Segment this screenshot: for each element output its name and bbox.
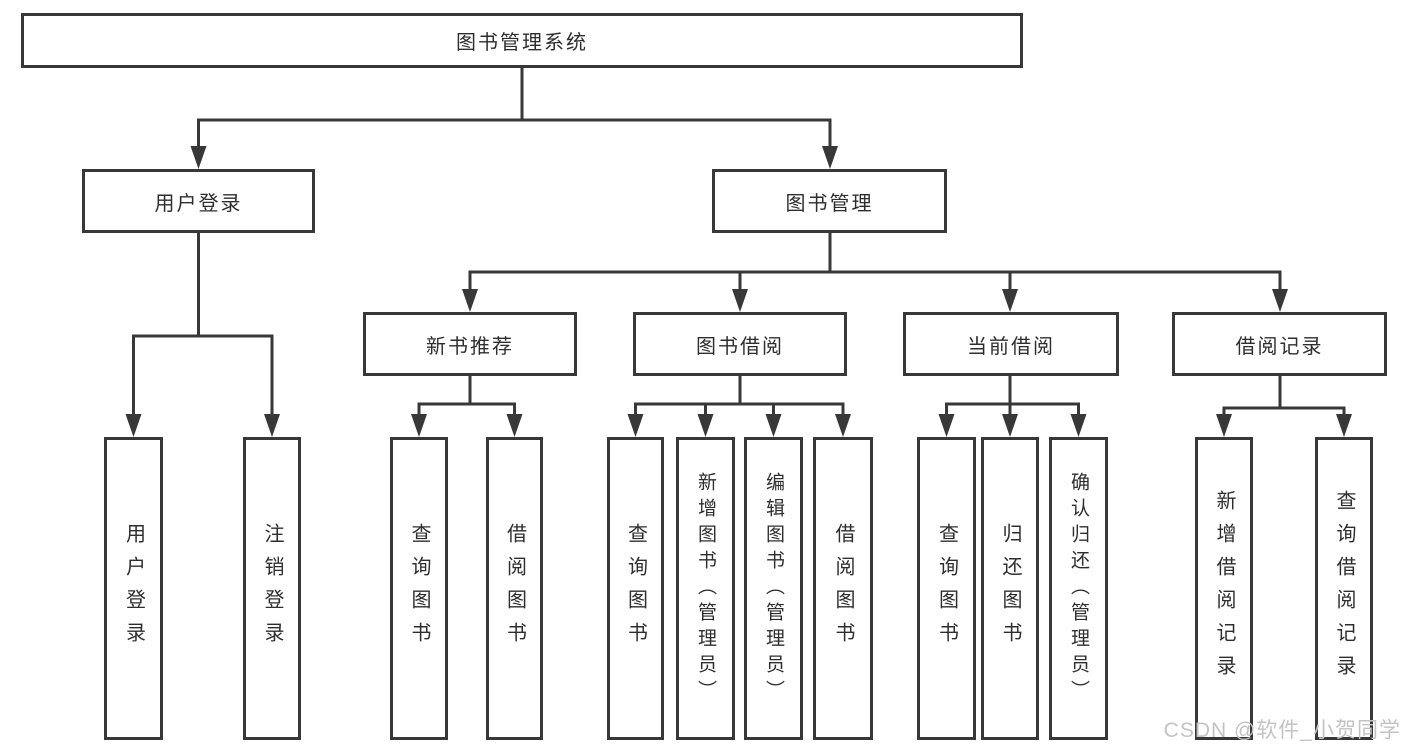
leaf-label: 注销登录 (261, 522, 283, 655)
node-label: 用户登录 (154, 192, 243, 215)
node-label: 图书管理 (785, 192, 874, 215)
leaf-query-books: 查询图书 (607, 437, 664, 740)
leaf-query-borrow-record: 查询借阅记录 (1315, 437, 1373, 740)
node-book-borrowing: 图书借阅 (633, 312, 847, 376)
leaf-confirm-return-admin: 确认归还（管理员） (1049, 437, 1108, 740)
leaf-edit-books-admin: 编辑图书（管理员） (744, 437, 803, 740)
leaf-label: 新增借阅记录 (1213, 489, 1235, 688)
leaf-label: 查询图书 (624, 522, 647, 655)
leaf-logout: 注销登录 (243, 437, 301, 740)
node-new-book-recommend: 新书推荐 (363, 312, 577, 376)
arrowheads (125, 146, 1352, 437)
leaf-query-books: 查询图书 (917, 437, 976, 740)
node-book-management: 图书管理 (712, 169, 947, 233)
leaf-label: 归还图书 (999, 522, 1021, 655)
leaf-borrow-books: 借阅图书 (813, 437, 873, 740)
node-root-system: 图书管理系统 (21, 13, 1023, 68)
leaf-label: 借阅图书 (503, 522, 526, 655)
leaf-label: 借阅图书 (832, 522, 854, 655)
node-borrowing-records: 借阅记录 (1172, 312, 1387, 376)
leaf-label: 查询图书 (408, 522, 430, 655)
csdn-watermark: CSDN @软件_小贺同学 (1163, 719, 1401, 742)
leaf-label: 查询借阅记录 (1333, 489, 1355, 688)
leaf-label: 新增图书（管理员） (695, 471, 716, 706)
node-label: 图书管理系统 (456, 32, 588, 54)
leaf-borrow-books: 借阅图书 (486, 437, 543, 740)
leaf-return-books: 归还图书 (981, 437, 1039, 740)
leaf-label: 用户登录 (122, 522, 145, 655)
node-label: 图书借阅 (696, 335, 784, 358)
leaf-label: 编辑图书（管理员） (763, 471, 784, 706)
node-label: 当前借阅 (967, 335, 1055, 358)
leaf-label: 查询图书 (935, 522, 958, 655)
leaf-add-books-admin: 新增图书（管理员） (676, 437, 735, 740)
node-label: 新书推荐 (426, 335, 514, 358)
node-user-login: 用户登录 (82, 169, 315, 233)
leaf-add-borrow-record: 新增借阅记录 (1195, 437, 1253, 740)
leaf-user-login: 用户登录 (104, 437, 163, 740)
leaf-label: 确认归还（管理员） (1068, 471, 1089, 706)
node-current-borrowing: 当前借阅 (903, 312, 1119, 376)
leaf-query-books: 查询图书 (390, 437, 448, 740)
node-label: 借阅记录 (1235, 335, 1324, 358)
